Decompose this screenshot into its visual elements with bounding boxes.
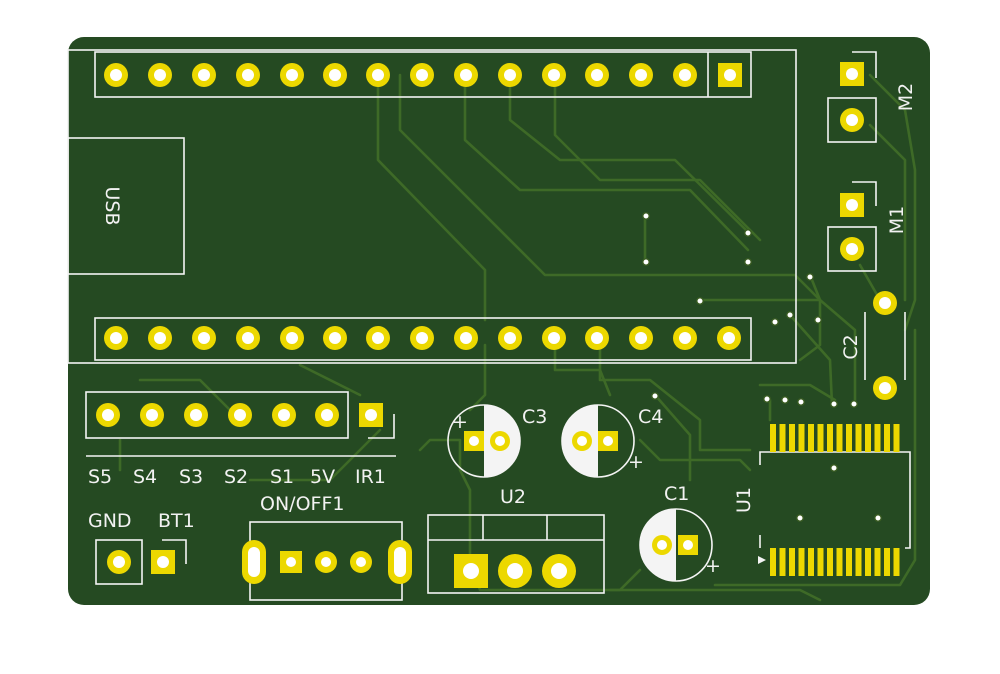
- via: [771, 318, 779, 326]
- via: [696, 297, 704, 305]
- vias: [642, 212, 882, 522]
- smd-pad: [798, 424, 805, 452]
- via: [763, 395, 771, 403]
- c1-plus: +: [705, 555, 721, 577]
- smd-pad: [846, 424, 852, 452]
- m2-label: M2: [895, 83, 917, 111]
- smd-pad: [874, 548, 881, 576]
- via: [830, 464, 838, 472]
- sensor-header: S5 S4 S3 S2 S1 5V IR1: [85, 391, 396, 488]
- smd-pad: [865, 548, 871, 576]
- usb-connector-outline: [67, 137, 185, 275]
- smd-pad: [893, 424, 900, 452]
- on-off-switch: ON/OFF1: [242, 493, 412, 601]
- pin-label-s1: S1: [270, 466, 294, 488]
- usb-label: USB: [101, 186, 123, 225]
- u2-regulator: U2: [427, 486, 605, 594]
- via: [744, 229, 752, 237]
- pin-label-5v: 5V: [310, 466, 335, 488]
- gnd-label: GND: [88, 510, 132, 532]
- smd-pad: [893, 548, 900, 576]
- via: [642, 258, 650, 266]
- copper-traces: [118, 73, 917, 602]
- via: [642, 212, 650, 220]
- smd-pad: [817, 548, 824, 576]
- smd-pad: [827, 424, 833, 452]
- u1-pins-bottom: [770, 548, 900, 576]
- smd-pad: [855, 424, 862, 452]
- smd-pad: [836, 424, 843, 452]
- smd-pad: [817, 424, 824, 452]
- on-off-label: ON/OFF1: [260, 493, 344, 515]
- smd-pad: [827, 548, 833, 576]
- c1-capacitor: C1 +: [639, 483, 721, 582]
- via: [797, 398, 805, 406]
- smd-pad: [874, 424, 881, 452]
- pin-label-ir1: IR1: [355, 466, 386, 488]
- via: [814, 316, 822, 324]
- top-header-pads: [104, 63, 742, 87]
- c4-label: C4: [638, 406, 663, 428]
- smd-pad: [846, 548, 852, 576]
- smd-pad: [779, 424, 786, 452]
- pin-label-s5: S5: [88, 466, 112, 488]
- via: [796, 514, 804, 522]
- smd-pad: [808, 548, 814, 576]
- m1-label: M1: [886, 206, 908, 234]
- smd-pad: [789, 548, 795, 576]
- smd-pad: [789, 424, 795, 452]
- pin-label-s3: S3: [179, 466, 203, 488]
- via: [781, 396, 789, 404]
- u1-chip: U1: [733, 424, 911, 576]
- smd-pad: [770, 548, 776, 576]
- smd-pad: [770, 424, 776, 452]
- m2-connector: M2: [827, 51, 917, 143]
- c2-label: C2: [840, 334, 862, 359]
- bottom-header-pads: [104, 326, 741, 350]
- c3-plus: +: [452, 411, 468, 433]
- c3-label: C3: [522, 406, 547, 428]
- pcb-substrate: [68, 37, 930, 605]
- smd-pad: [865, 424, 871, 452]
- u2-label: U2: [500, 486, 526, 508]
- smd-pad: [808, 424, 814, 452]
- u1-label: U1: [733, 487, 755, 513]
- bt1-label: BT1: [158, 510, 195, 532]
- u1-pins-top: [770, 424, 900, 452]
- smd-pad: [836, 548, 843, 576]
- via: [830, 400, 838, 408]
- smd-pad: [884, 548, 890, 576]
- smd-pad: [884, 424, 890, 452]
- smd-pad: [855, 548, 862, 576]
- c3-capacitor: + C3: [447, 404, 547, 478]
- via: [786, 311, 794, 319]
- via: [651, 392, 659, 400]
- c1-label: C1: [664, 483, 689, 505]
- bt1-connector: GND BT1: [88, 510, 195, 585]
- c4-plus: +: [628, 451, 644, 473]
- smd-pad: [798, 548, 805, 576]
- via: [744, 258, 752, 266]
- smd-pad: [779, 548, 786, 576]
- pin-label-s4: S4: [133, 466, 157, 488]
- bottom-header-outline: [94, 317, 752, 361]
- pin-label-s2: S2: [224, 466, 248, 488]
- via: [850, 400, 858, 408]
- via: [874, 514, 882, 522]
- c2-capacitor: C2: [840, 291, 906, 400]
- top-header-outline: [94, 51, 752, 98]
- m1-connector: M1: [827, 181, 908, 272]
- via: [806, 273, 814, 281]
- c4-capacitor: + C4: [561, 404, 663, 478]
